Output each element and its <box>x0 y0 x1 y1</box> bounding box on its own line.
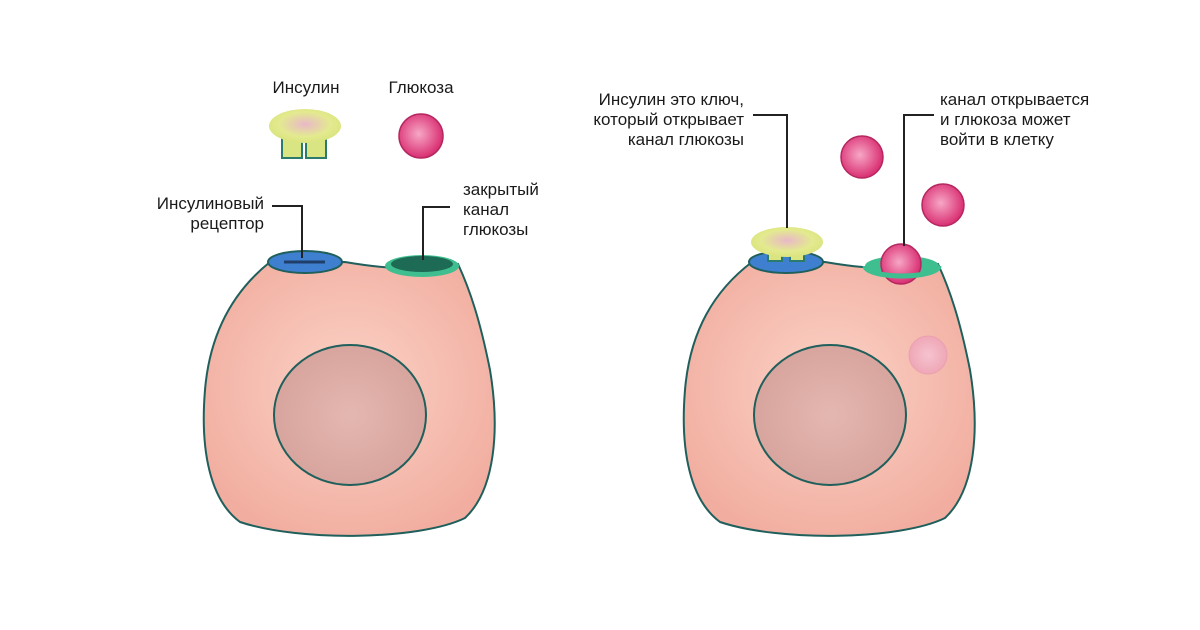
left-cell-nucleus <box>273 344 427 486</box>
glucose-molecule <box>921 183 965 227</box>
insulin-key-leader-line <box>753 114 788 228</box>
legend-glucose-icon <box>398 113 444 159</box>
closed-channel-label: закрытый канал глюкозы <box>463 180 539 239</box>
insulin-key-label: Инсулин это ключ, который открывает кана… <box>593 90 744 149</box>
receptor-label: Инсулиновый рецептор <box>156 194 264 233</box>
glucose-molecule <box>840 135 884 179</box>
left-closed-glucose-channel <box>385 255 459 277</box>
channel-open-leader-line <box>903 114 934 246</box>
channel-leader-line <box>422 206 450 260</box>
right-open-glucose-channel <box>862 243 942 285</box>
right-cell-nucleus <box>753 344 907 486</box>
glucose-inside-cell <box>908 335 948 375</box>
left-insulin-receptor <box>267 250 343 274</box>
legend-glucose-label: Глюкоза <box>388 78 454 97</box>
legend-insulin-icon <box>269 109 341 159</box>
channel-open-label: канал открывается и глюкоза может войти … <box>940 90 1090 149</box>
legend-insulin-label: Инсулин <box>272 78 340 97</box>
receptor-leader-line <box>272 205 303 258</box>
right-receptor-with-insulin <box>748 227 824 274</box>
